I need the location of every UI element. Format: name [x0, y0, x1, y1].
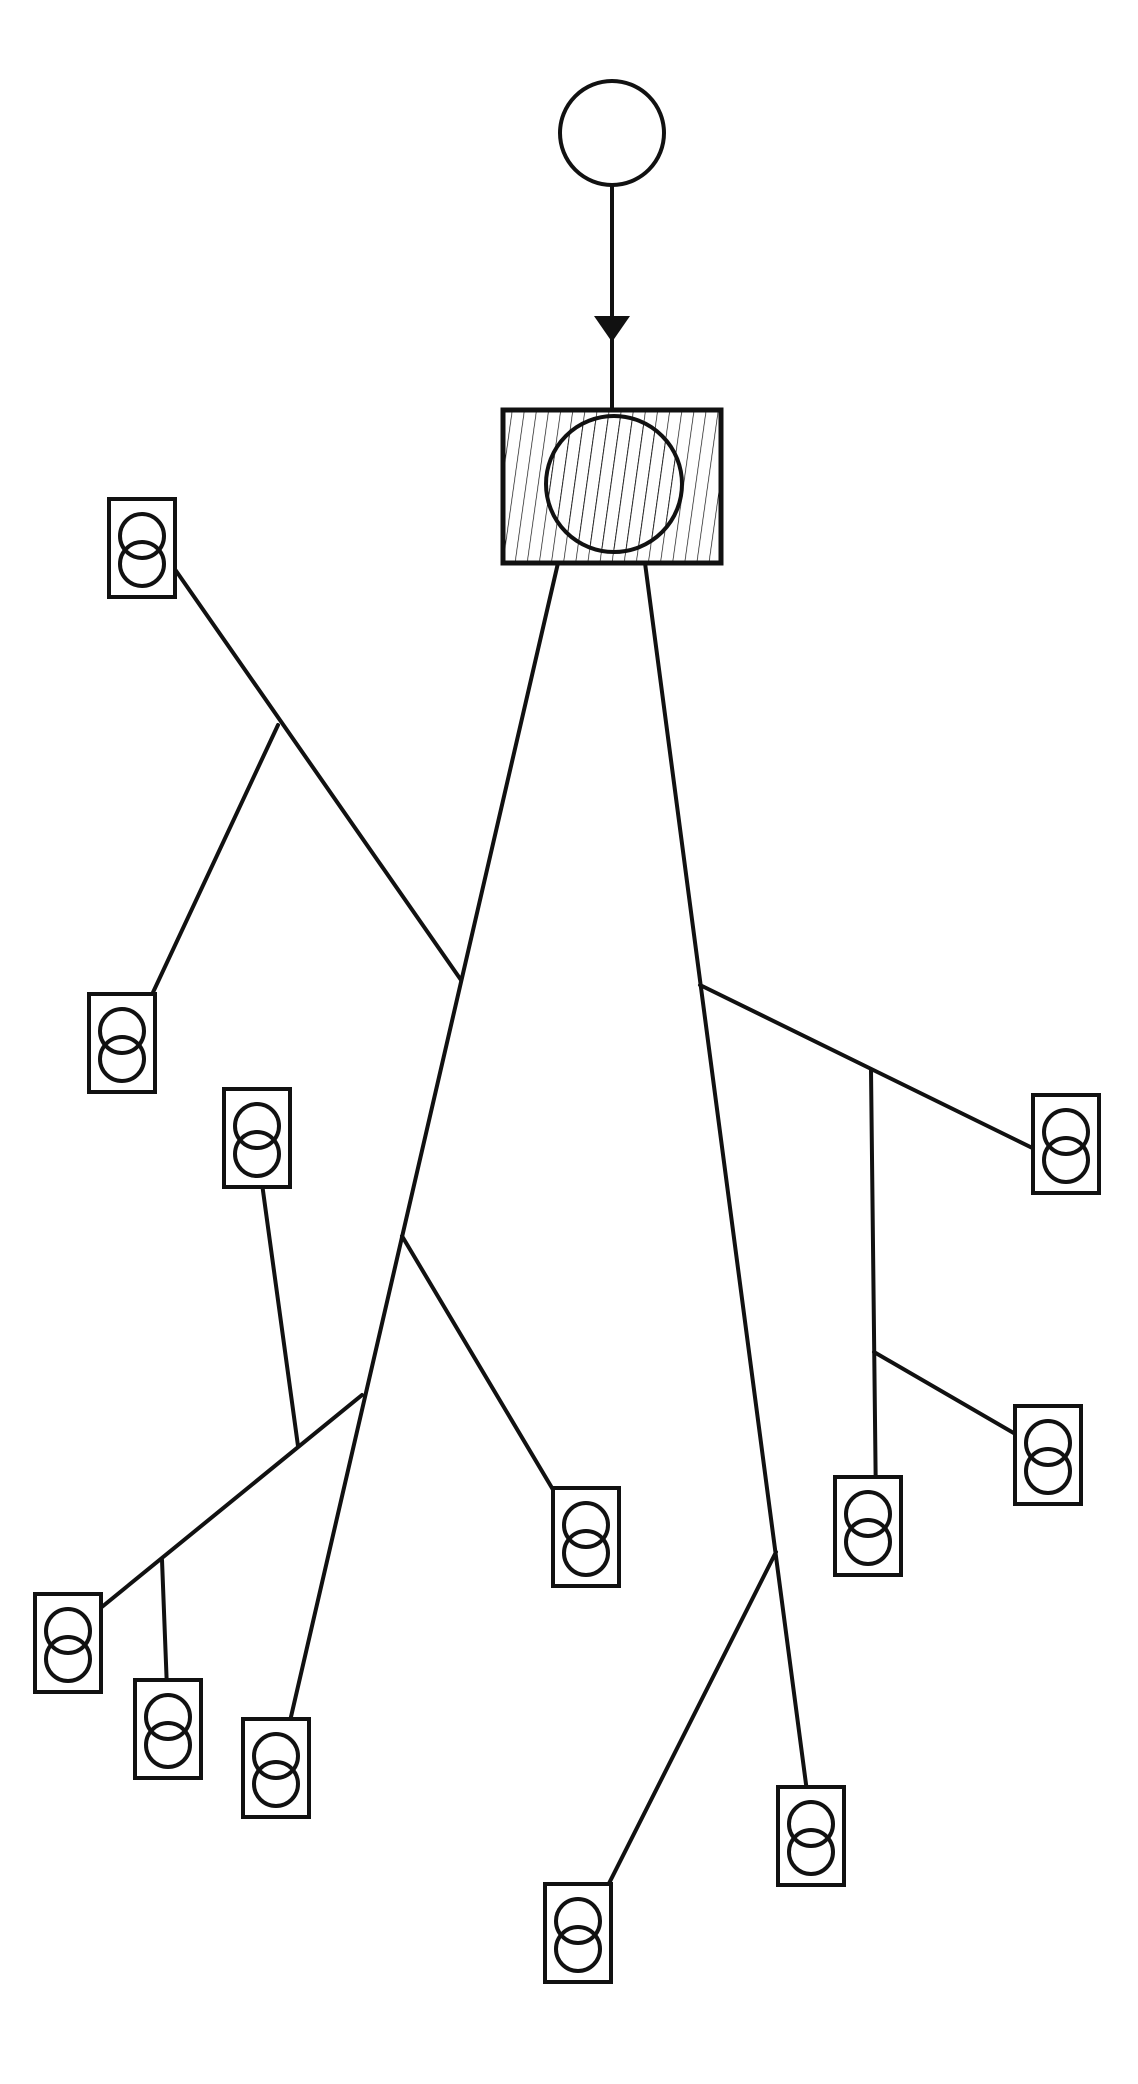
two-winding-transformer-icon [776, 1785, 846, 1887]
branch-c [63, 1393, 364, 1639]
feeder-lines [63, 553, 1065, 1937]
branch-d [698, 983, 1065, 1165]
two-winding-transformer-icon [1013, 1404, 1083, 1506]
two-winding-transformer-icon [133, 1678, 203, 1780]
two-winding-transformer-icon [222, 1087, 292, 1189]
right-main-feeder [643, 561, 813, 1824]
source-circle-icon [558, 79, 666, 187]
left-main-feeder [279, 561, 560, 1762]
branch-a [163, 553, 463, 982]
two-winding-transformer-icon [241, 1717, 311, 1819]
substation-icon [500, 407, 724, 566]
branch-c-sub1 [255, 1145, 300, 1448]
two-winding-transformer-icon [543, 1882, 613, 1984]
two-winding-transformer-icon [87, 992, 157, 1094]
transformer-group [33, 497, 1101, 1984]
two-winding-transformer-icon [33, 1592, 103, 1694]
two-winding-transformer-icon [1031, 1093, 1101, 1195]
feed-arrow-icon [594, 316, 630, 342]
branch-b [400, 1234, 582, 1537]
branch-e [581, 1550, 778, 1937]
two-winding-transformer-icon [107, 497, 177, 599]
two-winding-transformer-icon [833, 1475, 903, 1577]
two-winding-transformer-icon [551, 1486, 621, 1588]
branch-d-sub1 [869, 1068, 878, 1510]
